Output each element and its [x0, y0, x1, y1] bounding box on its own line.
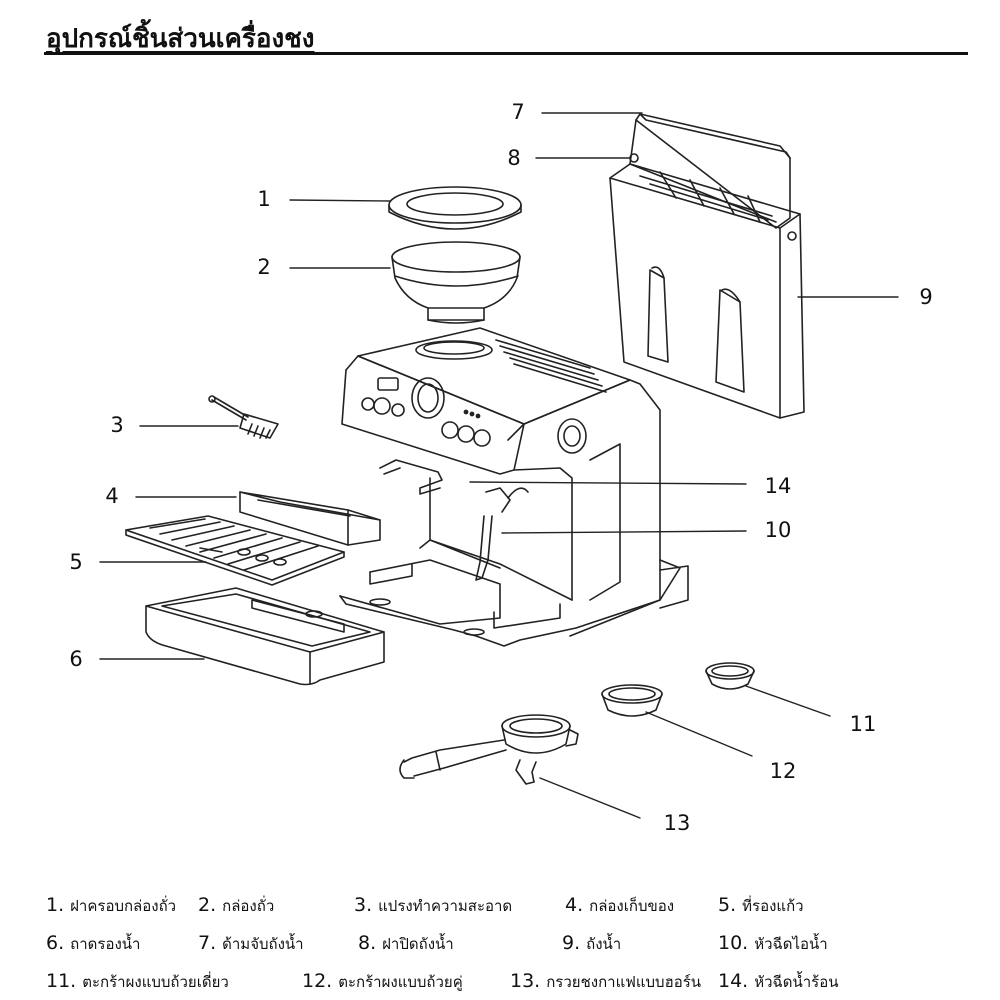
legend-number: 12.: [302, 970, 333, 992]
callout-2: 2: [257, 255, 271, 279]
callout-3: 3: [110, 413, 124, 437]
callout-4: 4: [105, 484, 119, 508]
legend-label: ถาดรองน้ำ: [70, 935, 141, 953]
legend-item-2: 2. กล่องถั่ว: [198, 894, 274, 918]
legend-number: 7.: [198, 932, 217, 954]
callout-13: 13: [663, 811, 691, 835]
legend-label: ฝาครอบกล่องถั่ว: [70, 897, 177, 915]
legend-item-14: 14. หัวฉีดน้ำร้อน: [718, 970, 838, 994]
bean-hopper-lid-drawing: [388, 186, 522, 230]
legend-item-6: 6. ถาดรองน้ำ: [46, 932, 140, 956]
drip-tray-drawing: [145, 587, 385, 686]
legend-number: 11.: [46, 970, 77, 992]
legend-number: 5.: [718, 894, 737, 916]
callout-12: 12: [769, 759, 797, 783]
legend-number: 3.: [354, 894, 373, 916]
bean-hopper-drawing: [391, 241, 521, 324]
callout-5: 5: [69, 550, 83, 574]
legend-number: 13.: [510, 970, 541, 992]
espresso-machine-drawing: [339, 327, 689, 647]
callout-7: 7: [511, 100, 525, 124]
legend-item-13: 13. กรวยชงกาแฟแบบฮอร์น: [510, 970, 701, 994]
legend-number: 14.: [718, 970, 749, 992]
legend-item-5: 5. ที่รองแก้ว: [718, 894, 804, 918]
legend-number: 1.: [46, 894, 65, 916]
legend-label: หัวฉีดน้ำร้อน: [754, 973, 839, 991]
cleaning-brush-drawing: [208, 395, 279, 439]
callout-8: 8: [507, 146, 521, 170]
legend-number: 10.: [718, 932, 749, 954]
callout-14: 14: [764, 474, 792, 498]
legend-label: แปรงทำความสะอาด: [378, 897, 513, 915]
single-basket-drawing: [705, 662, 755, 690]
legend-item-3: 3. แปรงทำความสะอาด: [354, 894, 512, 918]
storage-box-drawing: [239, 491, 381, 546]
legend-label: ตะกร้าผงแบบถ้วยเดี่ยว: [82, 973, 229, 991]
legend-label: ที่รองแก้ว: [742, 897, 804, 915]
callout-9: 9: [919, 285, 933, 309]
legend-label: กรวยชงกาแฟแบบฮอร์น: [546, 973, 702, 991]
legend-number: 4.: [565, 894, 584, 916]
legend-label: หัวฉีดไอน้ำ: [754, 935, 828, 953]
callout-1: 1: [257, 187, 271, 211]
leader-lines: [99, 112, 899, 819]
legend-label: ด้ามจับถังน้ำ: [222, 935, 304, 953]
legend-number: 6.: [46, 932, 65, 954]
legend-label: ถังน้ำ: [586, 935, 622, 953]
title-underline: [44, 52, 968, 55]
legend-label: กล่องถั่ว: [222, 897, 275, 915]
legend-item-12: 12. ตะกร้าผงแบบถ้วยคู่: [302, 970, 463, 994]
legend-item-8: 8. ฝาปิดถังน้ำ: [358, 932, 454, 956]
double-basket-drawing: [601, 684, 663, 717]
legend-label: ตะกร้าผงแบบถ้วยคู่: [338, 973, 463, 991]
page-title: อุปกรณ์ชิ้นส่วนเครื่องชง: [46, 24, 315, 54]
cup-tray-drawing: [125, 515, 345, 586]
legend-label: กล่องเก็บของ: [589, 897, 675, 915]
legend-item-10: 10. หัวฉีดไอน้ำ: [718, 932, 828, 956]
callout-6: 6: [69, 647, 83, 671]
callout-10: 10: [764, 518, 792, 542]
legend-item-9: 9. ถังน้ำ: [562, 932, 621, 956]
legend-item-7: 7. ด้ามจับถังน้ำ: [198, 932, 304, 956]
legend-item-1: 1. ฝาครอบกล่องถั่ว: [46, 894, 176, 918]
legend-label: ฝาปิดถังน้ำ: [382, 935, 454, 953]
legend-item-4: 4. กล่องเก็บของ: [565, 894, 674, 918]
legend-number: 8.: [358, 932, 377, 954]
legend-item-11: 11. ตะกร้าผงแบบถ้วยเดี่ยว: [46, 970, 229, 994]
legend-number: 2.: [198, 894, 217, 916]
legend-number: 9.: [562, 932, 581, 954]
callout-11: 11: [849, 712, 877, 736]
water-tank-drawing: [609, 113, 805, 419]
portafilter-drawing: [399, 714, 579, 785]
